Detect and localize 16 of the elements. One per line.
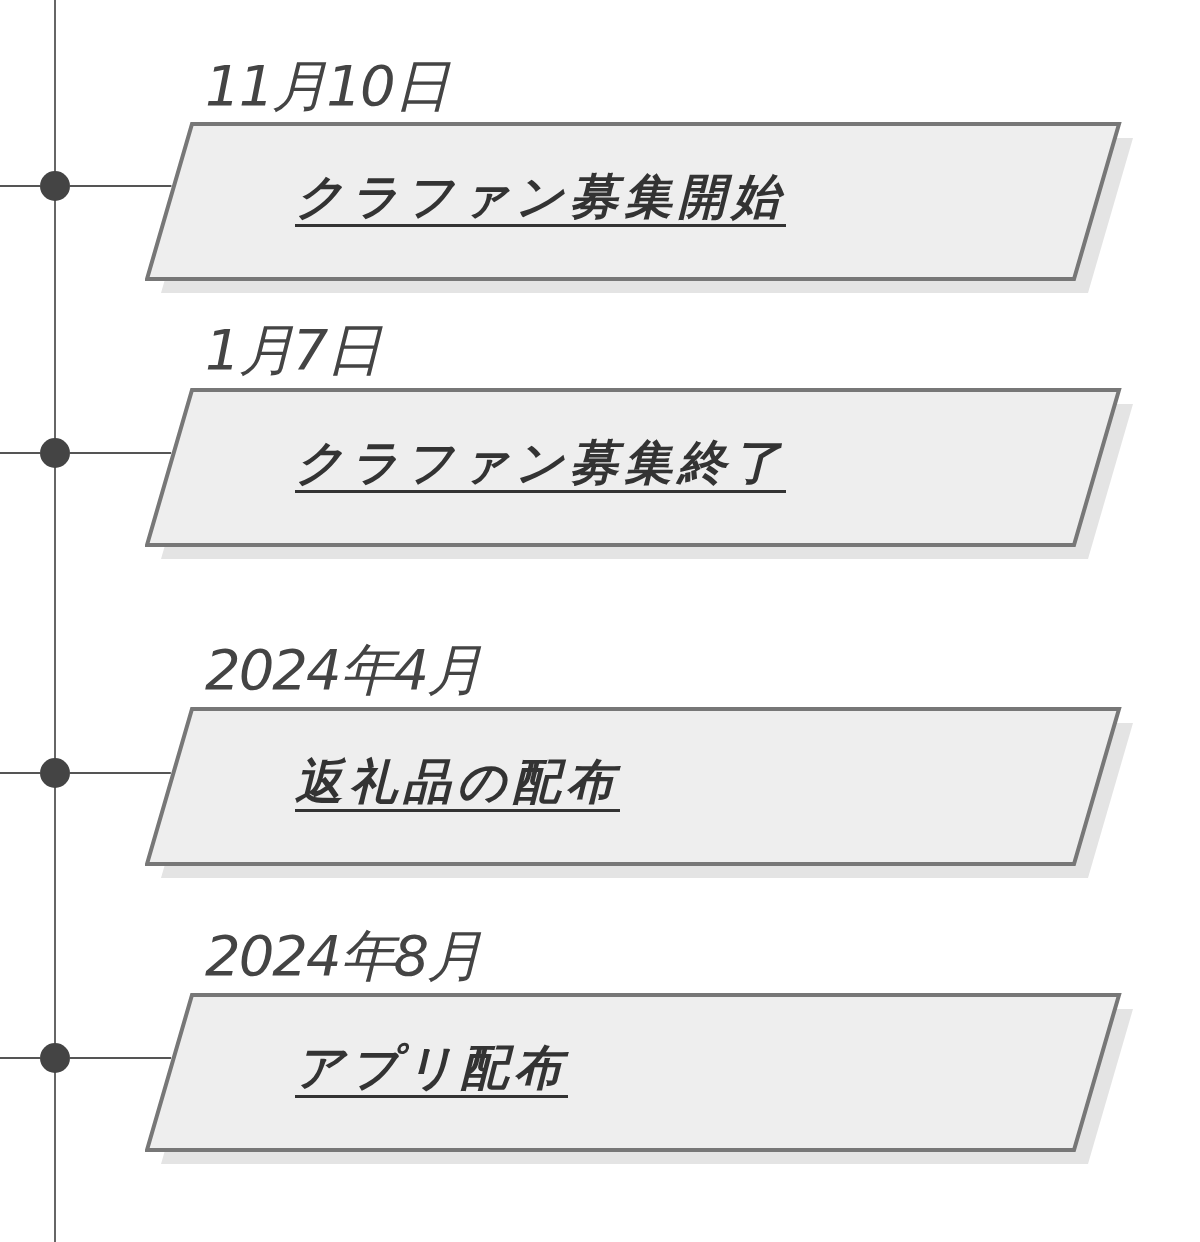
connector-line bbox=[69, 452, 173, 454]
date-label: 1月7日 bbox=[205, 318, 381, 382]
date-label: 2024年4月 bbox=[205, 638, 482, 702]
timeline-dot bbox=[40, 171, 70, 201]
date-label: 11月10日 bbox=[205, 54, 448, 118]
event-title: 返礼品の配布 bbox=[295, 753, 620, 812]
connector-line bbox=[69, 185, 173, 187]
event-title: クラファン募集終了 bbox=[295, 434, 786, 493]
date-label: 2024年8月 bbox=[205, 924, 482, 988]
timeline-dot bbox=[40, 438, 70, 468]
timeline-dot bbox=[40, 758, 70, 788]
connector-line bbox=[69, 772, 172, 774]
connector-line bbox=[69, 1057, 173, 1059]
timeline-dot bbox=[40, 1043, 70, 1073]
event-title: アプリ配布 bbox=[295, 1039, 568, 1098]
event-title: クラファン募集開始 bbox=[295, 168, 786, 227]
